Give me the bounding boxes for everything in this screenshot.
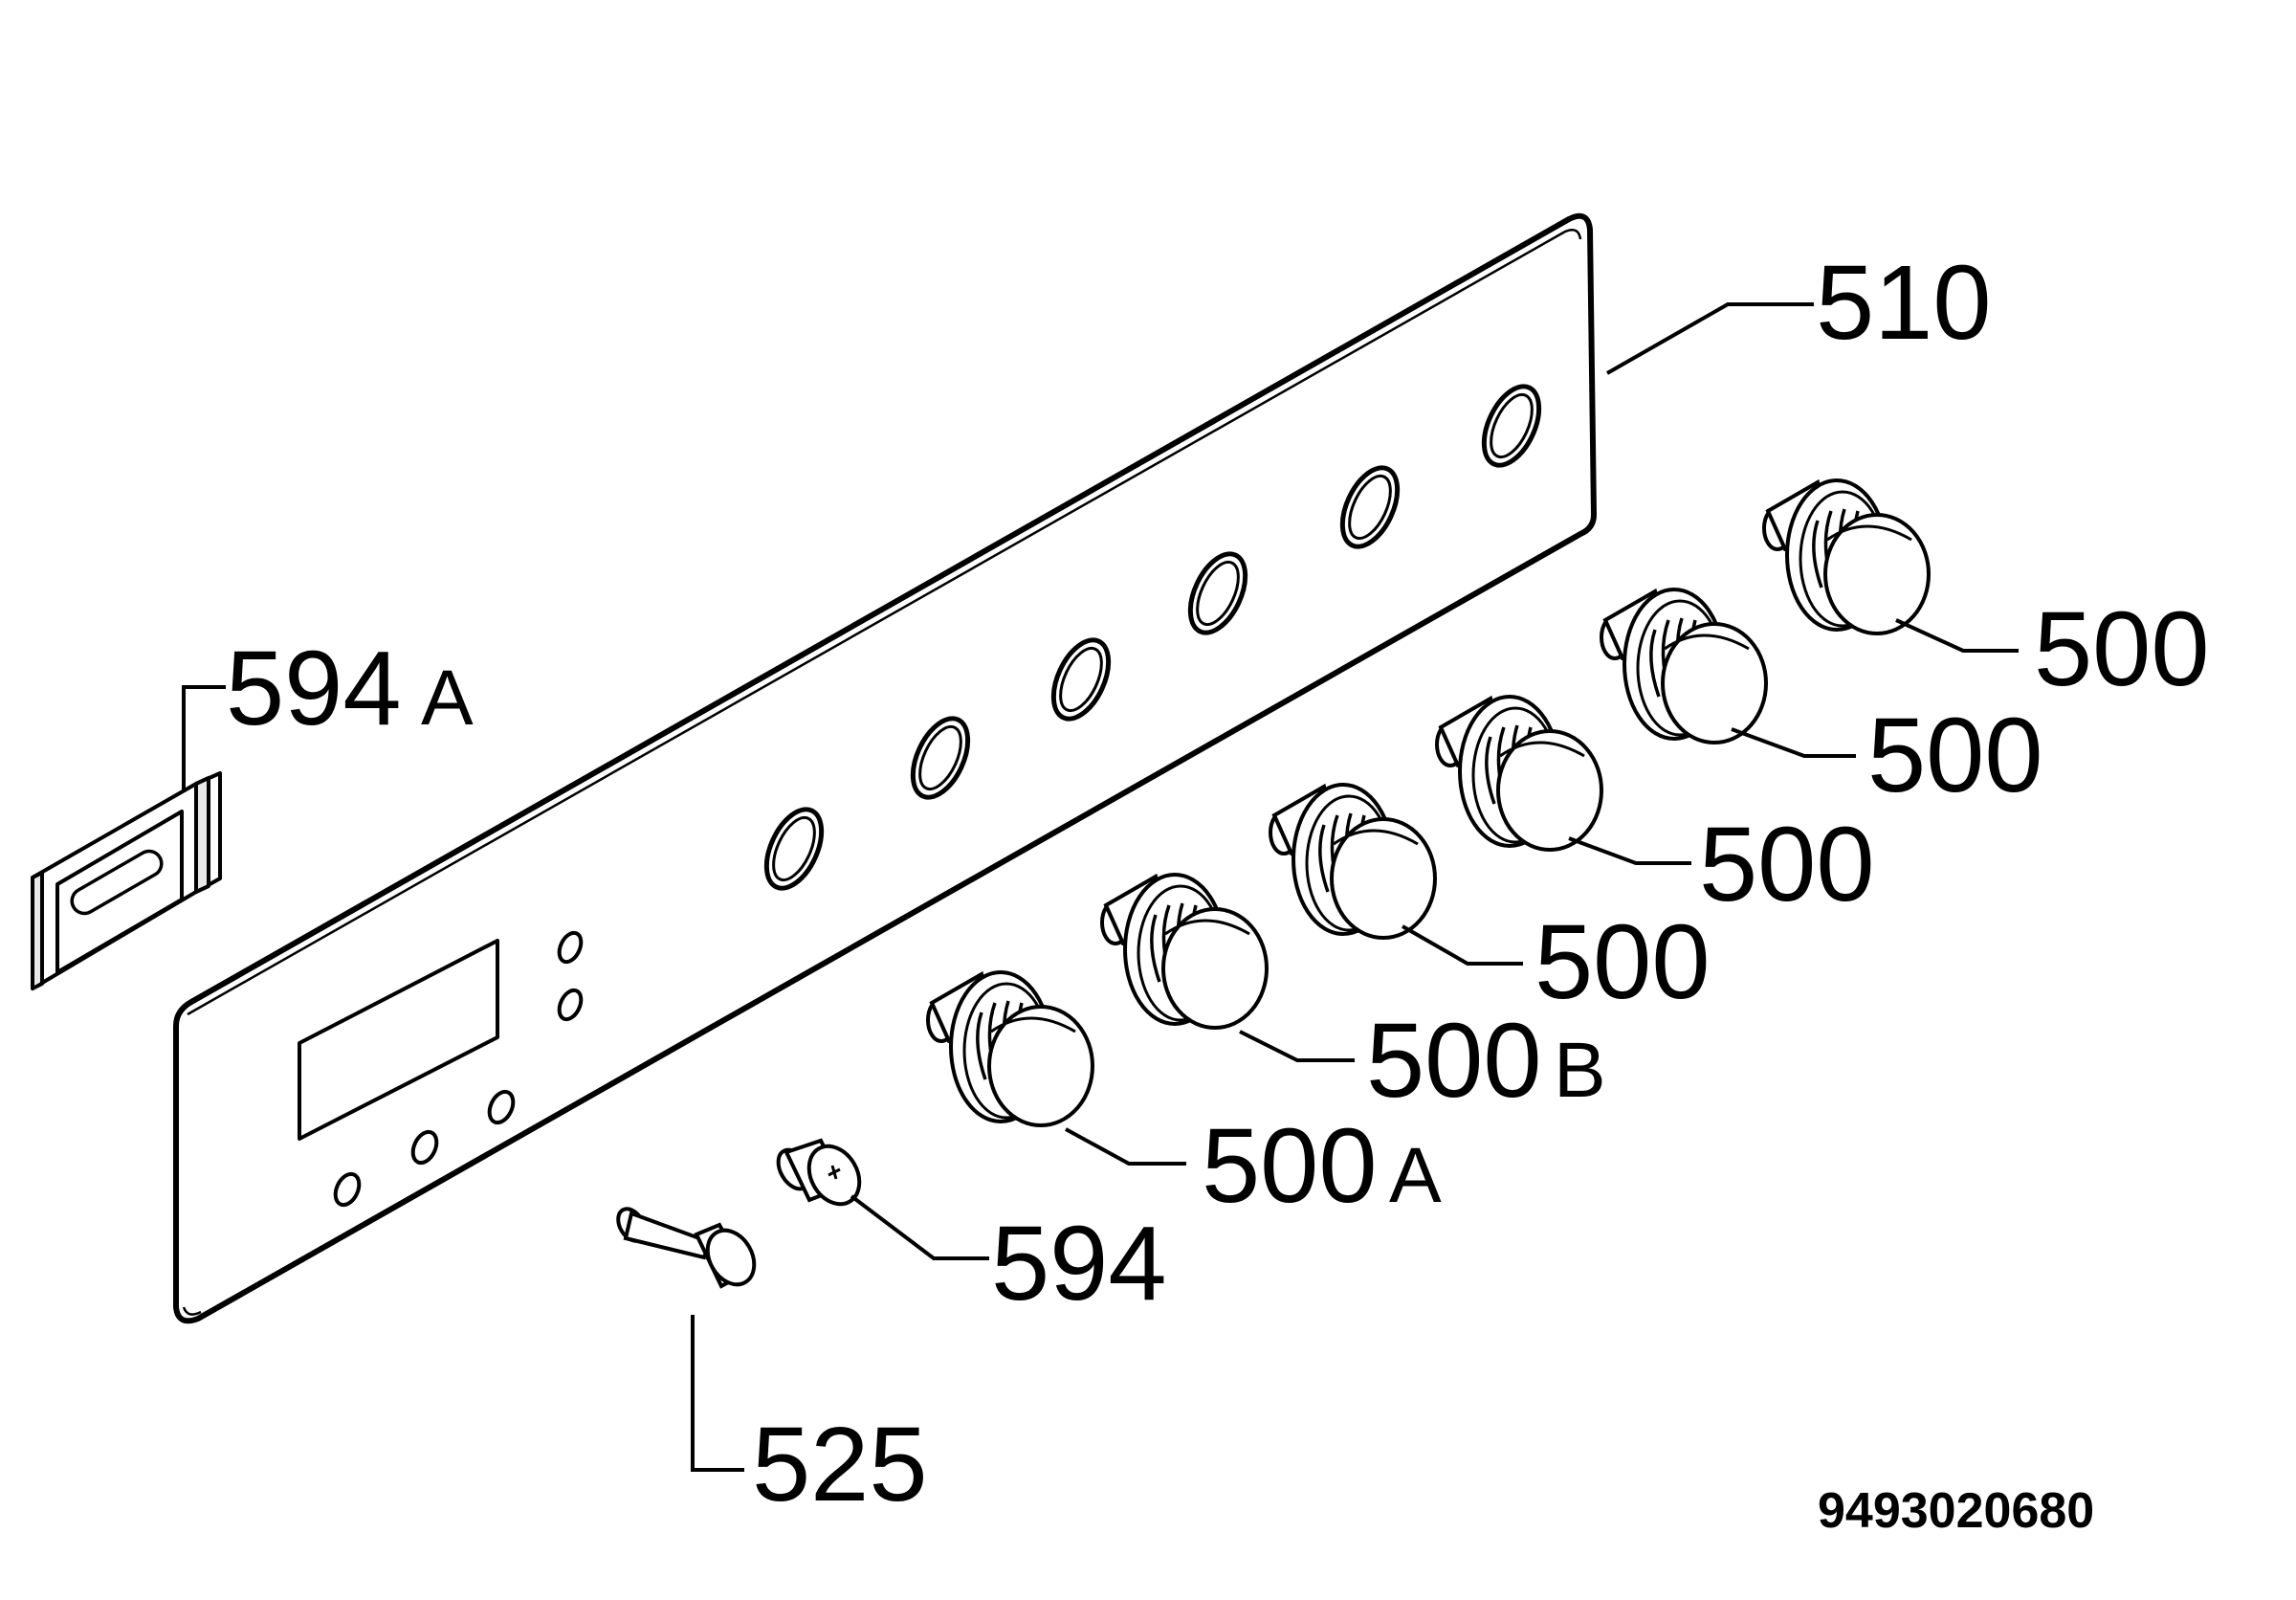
display-window	[298, 939, 499, 1141]
label-500-6: 500	[2034, 590, 2210, 708]
label-594a: 594	[226, 630, 402, 747]
control-panel	[173, 212, 1597, 1324]
label-500b-suffix: B	[1554, 1027, 1606, 1114]
leader-500a	[1065, 1127, 1186, 1166]
knob-500a	[926, 970, 1094, 1127]
label-500-3: 500	[1534, 903, 1711, 1021]
label-594a-suffix: A	[421, 655, 474, 742]
label-500a: 500	[1202, 1107, 1378, 1225]
drawing-code: 9493020680	[1818, 1483, 2094, 1539]
knob-500-4	[1435, 695, 1603, 852]
button-pin-525	[616, 1207, 757, 1289]
knob-holes	[763, 384, 1542, 891]
label-500-4: 500	[1699, 806, 1875, 923]
label-500b: 500	[1366, 1002, 1542, 1120]
plug-594	[776, 1138, 862, 1207]
control-panel-bottom-edge	[182, 1306, 202, 1316]
knob-500b	[1100, 873, 1269, 1030]
control-panel-edge	[187, 229, 1582, 1016]
leader-500b	[1239, 1030, 1355, 1062]
knob-500-5	[1600, 588, 1768, 744]
leader-500-4	[1568, 836, 1691, 865]
clip-594a	[31, 771, 222, 990]
leader-500-6	[1895, 618, 2019, 653]
leader-510	[1606, 302, 1814, 375]
part-labels: 510 594 A 594 525 500 A 500 B 500 500 50…	[226, 244, 2210, 1539]
leader-lines	[182, 302, 2019, 1472]
leader-500-5	[1731, 727, 1856, 758]
indicator-holes	[333, 930, 584, 1208]
control-panel-outline	[173, 212, 1597, 1324]
label-594: 594	[991, 1205, 1167, 1322]
leader-594	[850, 1194, 989, 1260]
label-525: 525	[752, 1406, 928, 1523]
label-500a-suffix: A	[1389, 1132, 1442, 1219]
knob-500-3	[1269, 783, 1437, 940]
label-500-5: 500	[1867, 697, 2043, 814]
knob-500-6	[1762, 478, 1931, 635]
leader-500-3	[1402, 924, 1523, 966]
label-510: 510	[1816, 244, 1992, 362]
leader-594a	[182, 685, 226, 790]
leader-525	[691, 1315, 744, 1472]
